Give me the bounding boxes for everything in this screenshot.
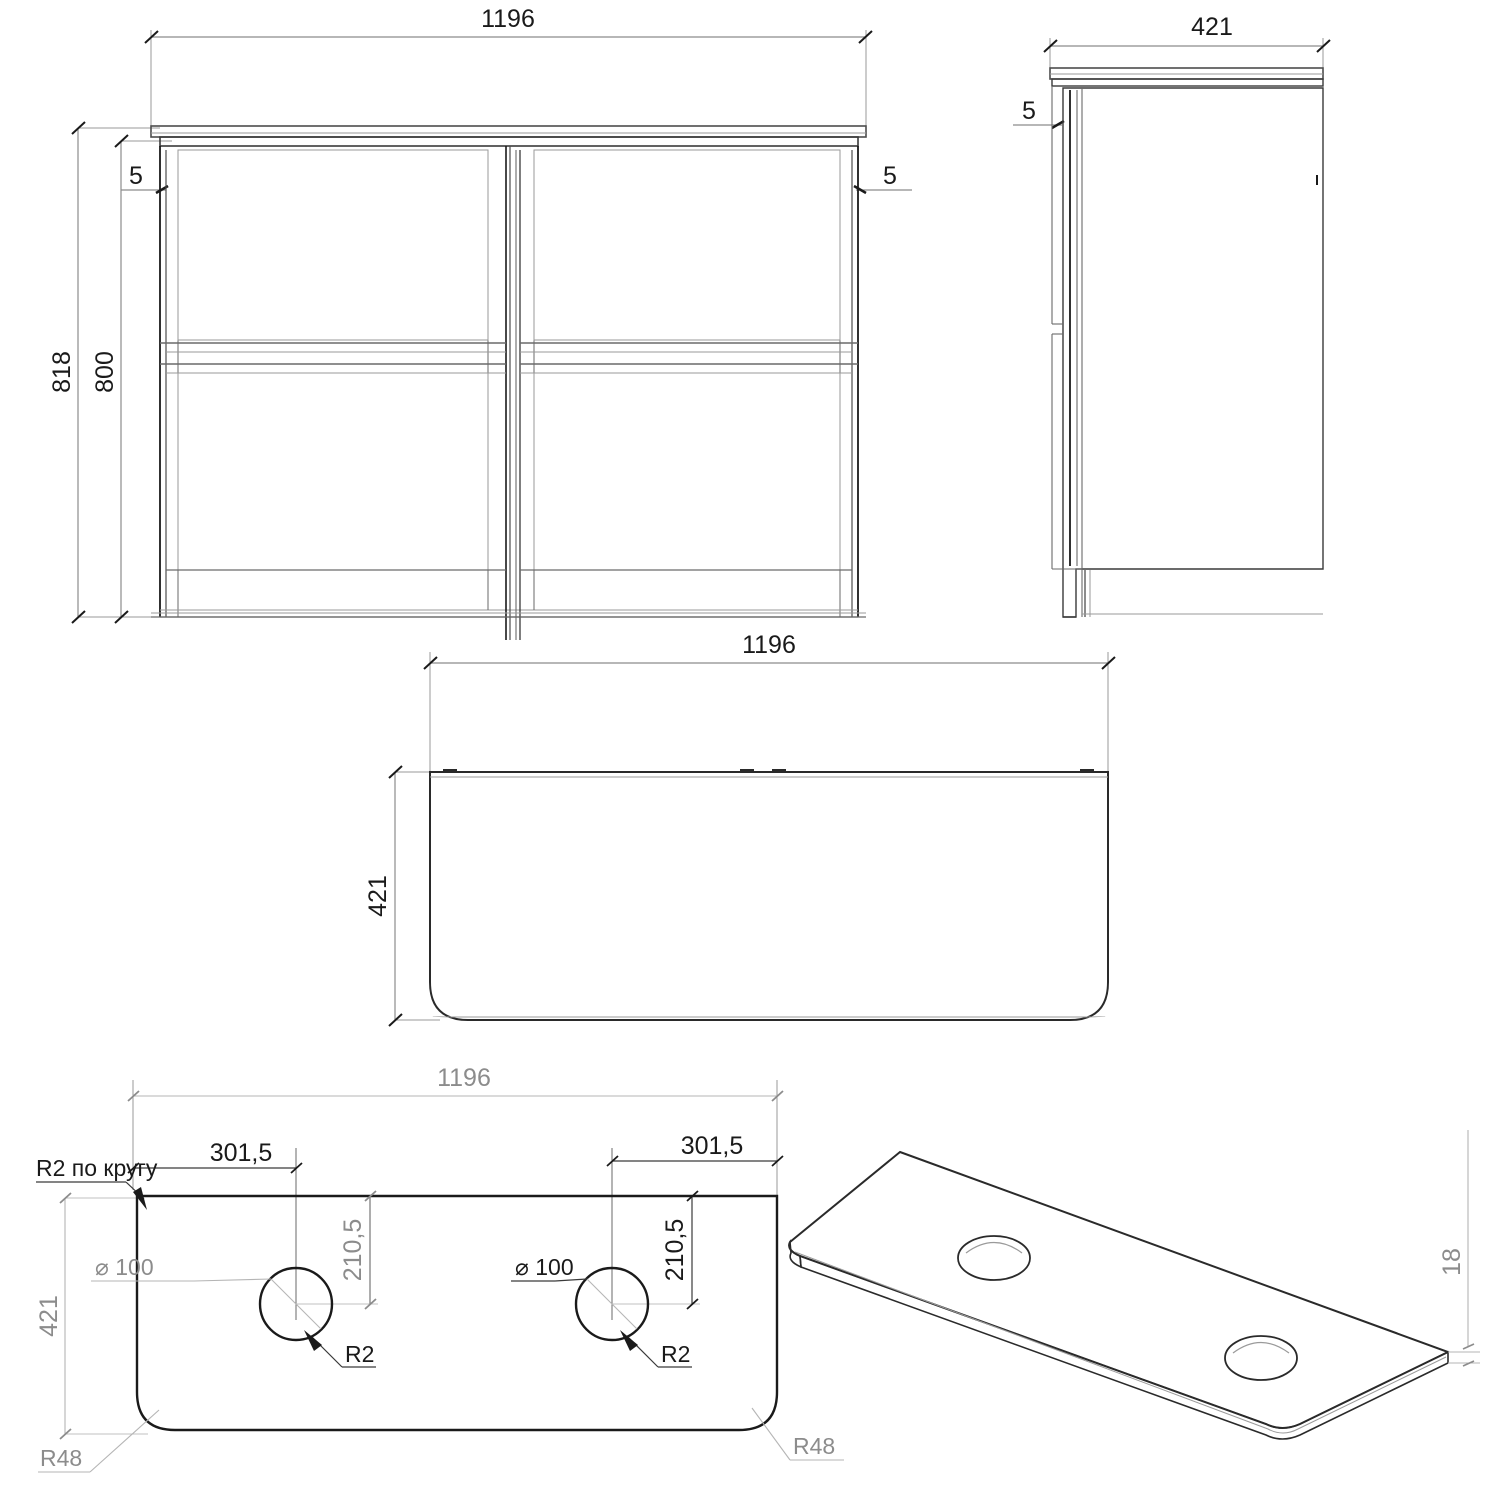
front-rail-right xyxy=(520,342,858,374)
leader-right-hole-diameter-label: ⌀ 100 xyxy=(515,1254,574,1280)
leader-left-hole-diameter-label: ⌀ 100 xyxy=(95,1254,154,1280)
leader-corner-radius-left-label: R48 xyxy=(40,1445,82,1471)
front-drawer-left-upper[interactable] xyxy=(177,149,489,341)
dim-front-offset-right-5: 5 xyxy=(853,162,912,195)
countertop-plan-outline xyxy=(135,1194,779,1432)
front-rail-left xyxy=(160,342,506,374)
leader-left-hole-fillet-label: R2 xyxy=(345,1341,374,1367)
view-countertop-iso: 18 xyxy=(788,1130,1480,1440)
view-countertop-front: 1196 421 xyxy=(364,631,1116,1027)
dim-front-offset-left-5: 5 xyxy=(121,162,169,195)
dim-plan-left-hole-x-label: 301,5 xyxy=(210,1139,273,1167)
plan-hole-left xyxy=(258,1266,334,1342)
dim-front-offset-left-5-label: 5 xyxy=(129,162,143,190)
leader-corner-radius-right-label: R48 xyxy=(793,1433,835,1459)
dim-plan-depth: 421 xyxy=(35,1192,148,1440)
dim-side-depth-label: 421 xyxy=(1191,13,1233,41)
dim-side-offset-5: 5 xyxy=(1013,97,1065,130)
countertop-front-edge-ticks xyxy=(443,769,1094,773)
side-drawer-gaps xyxy=(1051,86,1318,570)
dim-side-depth: 421 xyxy=(1043,13,1331,70)
iso-hole-left xyxy=(957,1235,1031,1281)
countertop-front-outline xyxy=(429,771,1109,1021)
front-center-divider xyxy=(487,146,535,640)
dim-countertop-front-height: 421 xyxy=(364,765,440,1027)
leader-right-hole-fillet: R2 xyxy=(620,1330,692,1368)
view-front-elevation: 1196 818 800 5 xyxy=(48,5,912,640)
view-side-elevation: 421 5 xyxy=(1013,13,1331,618)
dim-plan-right-hole-x: 301,5 xyxy=(606,1132,784,1320)
dim-plan-right-hole-y: 210,5 xyxy=(612,1190,700,1310)
leader-left-hole-fillet: R2 xyxy=(304,1330,376,1368)
dim-plan-width-label: 1196 xyxy=(437,1064,491,1092)
dim-plan-right-hole-y-label: 210,5 xyxy=(661,1219,689,1282)
dim-plan-width: 1196 xyxy=(127,1064,784,1198)
dim-plan-right-hole-x-label: 301,5 xyxy=(681,1132,744,1160)
leader-corner-radius-left: R48 xyxy=(38,1409,160,1473)
front-cabinet-carcass xyxy=(159,146,859,618)
leader-corner-radius-right: R48 xyxy=(751,1407,844,1461)
dim-front-width-label: 1196 xyxy=(481,5,535,33)
front-drawer-left-lower[interactable] xyxy=(177,372,489,571)
dim-front-width: 1196 xyxy=(144,5,873,133)
dim-countertop-front-height-label: 421 xyxy=(364,875,392,917)
front-plinth xyxy=(151,569,866,618)
front-countertop-slab xyxy=(150,125,867,147)
leader-left-hole-diameter: ⌀ 100 xyxy=(91,1254,272,1282)
dim-countertop-front-width-label: 1196 xyxy=(742,631,796,659)
dim-plan-left-hole-x: 301,5 xyxy=(127,1139,303,1320)
leader-edge-radius-note-label: R2 по кругу xyxy=(36,1155,158,1181)
dim-front-height-800: 800 xyxy=(91,134,172,624)
dim-front-offset-right-5-label: 5 xyxy=(883,162,897,190)
leader-edge-radius-note: R2 по кругу xyxy=(36,1155,158,1210)
dim-front-height-818-label: 818 xyxy=(48,351,76,393)
dim-front-height-818: 818 xyxy=(48,121,160,624)
dim-iso-thickness-label: 18 xyxy=(1438,1248,1466,1276)
dim-side-offset-5-label: 5 xyxy=(1022,97,1036,125)
dim-plan-depth-label: 421 xyxy=(35,1295,63,1337)
dim-countertop-front-width: 1196 xyxy=(423,631,1116,775)
plan-hole-right xyxy=(574,1266,650,1342)
side-countertop-slab xyxy=(1049,67,1324,87)
front-drawer-right-upper[interactable] xyxy=(533,149,841,341)
dim-plan-left-hole-y: 210,5 xyxy=(296,1190,378,1310)
leader-right-hole-diameter: ⌀ 100 xyxy=(511,1254,588,1282)
view-countertop-plan: 1196 301,5 301,5 421 xyxy=(35,1064,844,1473)
iso-hole-right xyxy=(1224,1335,1298,1381)
dim-iso-thickness: 18 xyxy=(1438,1130,1480,1367)
dim-plan-left-hole-y-label: 210,5 xyxy=(339,1219,367,1282)
leader-right-hole-fillet-label: R2 xyxy=(661,1341,690,1367)
dim-front-height-800-label: 800 xyxy=(91,351,119,393)
side-cabinet-body xyxy=(1062,87,1324,618)
front-drawer-right-lower[interactable] xyxy=(533,372,841,571)
